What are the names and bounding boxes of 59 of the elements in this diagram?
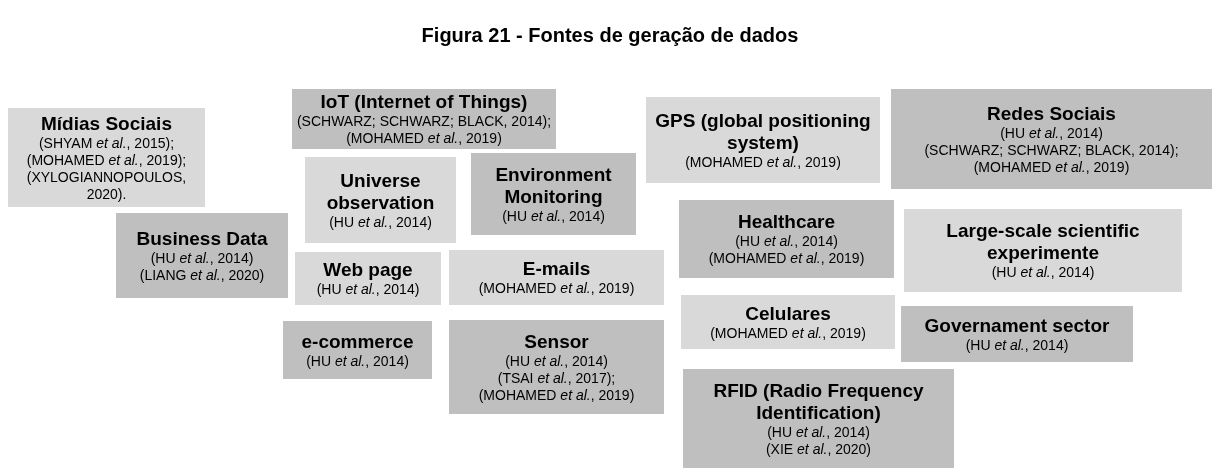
- citation-text: (XIE et al., 2020): [765, 440, 872, 458]
- figure-title: Figura 21 - Fontes de geração de dados: [421, 24, 799, 46]
- source-heading: Business Data: [136, 227, 268, 250]
- citation-text: (HU et al., 2014): [965, 336, 1069, 354]
- citation-text: (LIANG et al., 2020): [139, 266, 265, 284]
- source-box: [449, 320, 664, 414]
- source-box: [8, 108, 205, 207]
- citation-text: (XYLOGIANNOPOULOS, 2020).: [25, 168, 188, 203]
- citation-text: (SHYAM et al., 2015);: [38, 134, 175, 152]
- citation-text: (HU et al., 2014): [1000, 124, 1103, 142]
- source-heading: RFID (Radio Frequency Identification): [712, 379, 925, 424]
- citation-text: (HU et al., 2014): [329, 213, 432, 231]
- source-box: [901, 306, 1133, 362]
- source-heading: Large-scale scientific experimente: [945, 220, 1141, 264]
- source-box: [471, 153, 636, 235]
- source-heading: Mídias Sociais: [41, 112, 172, 135]
- citation-text: (MOHAMED et al., 2019): [478, 280, 635, 297]
- source-heading: Sensor: [524, 330, 589, 353]
- citation-text: (HU et al., 2014): [767, 423, 870, 441]
- source-box: [681, 295, 895, 349]
- source-box: [116, 213, 288, 298]
- source-heading: Governament sector: [924, 314, 1110, 337]
- citation-text: (MOHAMED et al., 2019): [973, 158, 1130, 176]
- source-heading: IoT (Internet of Things): [320, 91, 528, 113]
- citation-text: (MOHAMED et al., 2019): [685, 153, 841, 171]
- citation-text: (MOHAMED et al., 2019): [708, 250, 865, 267]
- citation-text: (HU et al., 2014): [316, 281, 420, 298]
- citation-text: (MOHAMED et al., 2019);: [26, 151, 187, 169]
- citation-text: (HU et al., 2014): [991, 264, 1095, 281]
- citation-text: (HU et al., 2014): [505, 352, 608, 370]
- source-heading: GPS (global positioning system): [654, 109, 872, 154]
- source-heading: Redes Sociais: [987, 102, 1116, 125]
- source-box: [646, 97, 880, 183]
- source-box: [683, 369, 954, 468]
- source-heading: Web page: [323, 259, 413, 281]
- source-box: [305, 157, 456, 243]
- source-box: [283, 321, 432, 379]
- citation-text: (MOHAMED et al., 2019): [478, 386, 635, 404]
- source-heading: Healthcare: [737, 211, 836, 233]
- source-box: [904, 209, 1182, 292]
- citation-text: (TSAI et al., 2017);: [497, 369, 616, 387]
- citation-text: (SCHWARZ; SCHWARZ; BLACK, 2014);: [924, 141, 1179, 159]
- source-heading: e-commerce: [301, 330, 414, 353]
- source-heading: Environment Monitoring: [494, 163, 613, 208]
- source-heading: Celulares: [745, 302, 831, 325]
- source-box: [292, 89, 556, 149]
- citation-text: (MOHAMED et al., 2019): [346, 130, 502, 147]
- citation-text: (HU et al., 2014): [150, 249, 254, 267]
- source-box: [449, 250, 664, 305]
- source-heading: Universe observation: [325, 169, 436, 214]
- source-heading: E-mails: [522, 258, 591, 280]
- citation-text: (HU et al., 2014): [502, 207, 605, 225]
- source-box: [295, 252, 441, 305]
- source-box: [679, 200, 894, 278]
- citation-text: (HU et al., 2014): [306, 352, 409, 370]
- citation-text: (HU et al., 2014): [735, 233, 838, 250]
- citation-text: (SCHWARZ; SCHWARZ; BLACK, 2014);: [296, 113, 552, 130]
- source-box: [891, 89, 1212, 189]
- citation-text: (MOHAMED et al., 2019): [710, 324, 866, 342]
